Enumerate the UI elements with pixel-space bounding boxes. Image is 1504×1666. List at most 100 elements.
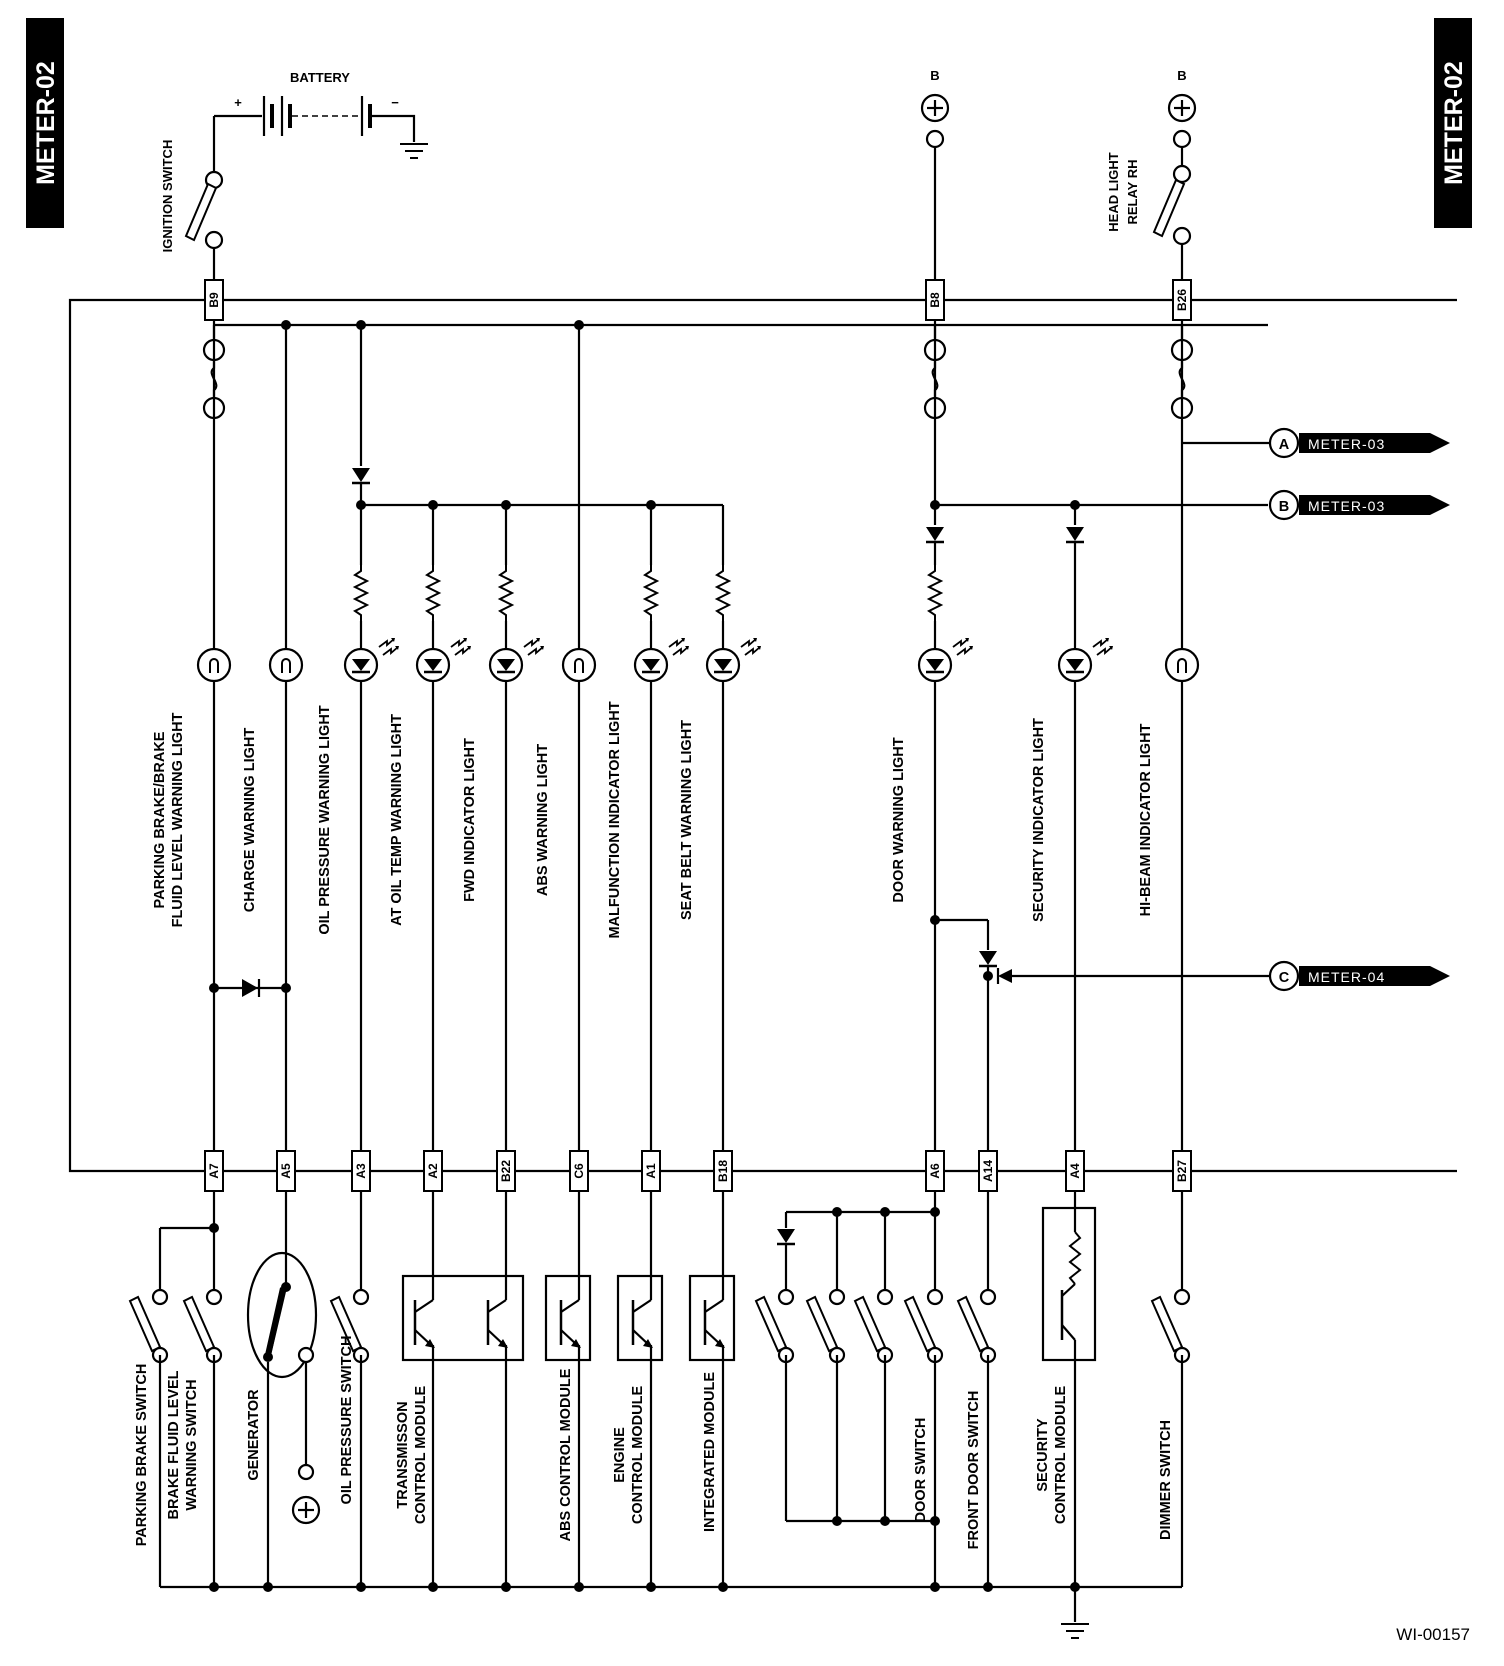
connector-B8: B8 — [925, 279, 945, 321]
connector-block-line — [68, 298, 1457, 1173]
svg-text:CONTROL MODULE: CONTROL MODULE — [1053, 1386, 1069, 1525]
device-label-11: DIMMER SWITCH — [1158, 1420, 1174, 1540]
svg-text:SECURITY INDICATOR LIGHT: SECURITY INDICATOR LIGHT — [1031, 718, 1047, 922]
diode-door — [924, 525, 946, 544]
svg-text:TRANSMISSON: TRANSMISSON — [395, 1401, 411, 1508]
svg-text:INTEGRATED MODULE: INTEGRATED MODULE — [702, 1372, 718, 1532]
light-label-2: OIL PRESSURE WARNING LIGHT — [317, 705, 333, 934]
svg-text:AT OIL TEMP WARNING LIGHT: AT OIL TEMP WARNING LIGHT — [389, 714, 405, 926]
connector-A5: A5 — [276, 1150, 296, 1192]
svg-text:CHARGE WARNING LIGHT: CHARGE WARNING LIGHT — [242, 728, 258, 913]
device-label-2: GENERATOR — [246, 1389, 262, 1481]
ref-c-meter-04: C METER-04 — [1268, 960, 1450, 992]
light-4 — [488, 636, 546, 683]
diode-front-door — [977, 949, 999, 968]
svg-text:A3: A3 — [354, 1163, 368, 1179]
svg-text:DOOR SWITCH: DOOR SWITCH — [913, 1418, 929, 1523]
brake-fluid-switch — [182, 1288, 223, 1364]
svg-text:B22: B22 — [499, 1160, 513, 1182]
svg-text:C6: C6 — [572, 1163, 586, 1179]
supply-b-1: B — [920, 68, 950, 149]
device-label-5: ABS CONTROL MODULE — [558, 1368, 574, 1541]
svg-text:BRAKE FLUID LEVEL: BRAKE FLUID LEVEL — [166, 1370, 182, 1519]
generator — [246, 1251, 318, 1379]
headlight-relay-label: HEAD LIGHT RELAY RH — [1106, 152, 1140, 232]
battery: BATTERY + − — [214, 70, 429, 159]
svg-text:A5: A5 — [279, 1163, 293, 1179]
svg-text:C: C — [1279, 970, 1290, 986]
svg-text:ENGINE: ENGINE — [612, 1427, 628, 1483]
light-10 — [1164, 647, 1200, 683]
resistor — [644, 564, 658, 622]
svg-text:RELAY RH: RELAY RH — [1125, 159, 1140, 224]
light-label-7: SEAT BELT WARNING LIGHT — [679, 720, 695, 920]
svg-text:A7: A7 — [207, 1163, 221, 1179]
parking-brake-switch — [128, 1288, 169, 1364]
connector-B26: B26 — [1172, 279, 1192, 321]
svg-text:METER-02: METER-02 — [32, 61, 60, 185]
connector-A4: A4 — [1065, 1150, 1085, 1192]
door-switch-0 — [754, 1288, 795, 1364]
svg-text:MALFUNCTION INDICATOR LIGHT: MALFUNCTION INDICATOR LIGHT — [607, 701, 623, 938]
svg-text:DOOR WARNING LIGHT: DOOR WARNING LIGHT — [891, 737, 907, 902]
light-0 — [196, 647, 232, 683]
svg-text:A14: A14 — [981, 1160, 995, 1182]
svg-text:A2: A2 — [426, 1163, 440, 1179]
device-label-8: DOOR SWITCH — [913, 1418, 929, 1523]
svg-text:B26: B26 — [1175, 289, 1189, 311]
connector-A7: A7 — [204, 1150, 224, 1192]
page-tag-right: METER-02 — [1434, 18, 1472, 228]
integrated-module — [688, 1274, 736, 1362]
svg-text:WARNING SWITCH: WARNING SWITCH — [184, 1379, 200, 1510]
connector-B9: B9 — [204, 279, 224, 321]
svg-text:DIMMER SWITCH: DIMMER SWITCH — [1158, 1420, 1174, 1540]
light-label-8: DOOR WARNING LIGHT — [891, 737, 907, 902]
svg-text:B18: B18 — [716, 1160, 730, 1182]
transmission-module — [401, 1274, 525, 1362]
abs-module — [544, 1274, 592, 1362]
light-label-9: SECURITY INDICATOR LIGHT — [1031, 718, 1047, 922]
ground-symbol — [1060, 1623, 1090, 1639]
connector-A3: A3 — [351, 1150, 371, 1192]
light-2 — [343, 636, 401, 683]
connector-A6: A6 — [925, 1150, 945, 1192]
connector-A14: A14 — [978, 1150, 998, 1192]
light-9 — [1057, 636, 1115, 683]
svg-text:B9: B9 — [207, 292, 221, 308]
ref-a-meter-03: A METER-03 — [1268, 427, 1450, 459]
device-label-9: FRONT DOOR SWITCH — [966, 1391, 982, 1550]
svg-text:METER-04: METER-04 — [1308, 969, 1385, 985]
svg-text:CONTROL MODULE: CONTROL MODULE — [630, 1386, 646, 1525]
resistor — [928, 564, 942, 622]
svg-text:A: A — [1279, 437, 1290, 453]
svg-text:SEAT BELT WARNING LIGHT: SEAT BELT WARNING LIGHT — [679, 720, 695, 920]
ref-b-meter-03: B METER-03 — [1268, 489, 1450, 521]
resistor — [499, 564, 513, 622]
figure-code: WI-00157 — [1396, 1625, 1470, 1644]
svg-text:ABS CONTROL MODULE: ABS CONTROL MODULE — [558, 1368, 574, 1541]
generator-plus — [291, 1495, 321, 1525]
svg-text:FRONT DOOR SWITCH: FRONT DOOR SWITCH — [966, 1391, 982, 1550]
svg-text:SECURITY: SECURITY — [1035, 1418, 1051, 1492]
svg-text:BATTERY: BATTERY — [290, 70, 350, 85]
svg-text:A1: A1 — [644, 1163, 658, 1179]
light-label-5: ABS WARNING LIGHT — [535, 744, 551, 896]
light-5 — [561, 647, 597, 683]
light-3 — [415, 636, 473, 683]
svg-text:METER-02: METER-02 — [1440, 61, 1468, 185]
supply-b-2: B — [1152, 68, 1197, 246]
device-label-3: OIL PRESSURE SWITCH — [339, 1336, 355, 1505]
svg-text:A6: A6 — [928, 1163, 942, 1179]
svg-text:B8: B8 — [928, 292, 942, 308]
door-switch-2 — [853, 1288, 894, 1364]
svg-text:HI-BEAM INDICATOR LIGHT: HI-BEAM INDICATOR LIGHT — [1138, 723, 1154, 916]
security-module — [1041, 1206, 1097, 1362]
light-label-4: FWD INDICATOR LIGHT — [462, 738, 478, 902]
connector-A2: A2 — [423, 1150, 443, 1192]
